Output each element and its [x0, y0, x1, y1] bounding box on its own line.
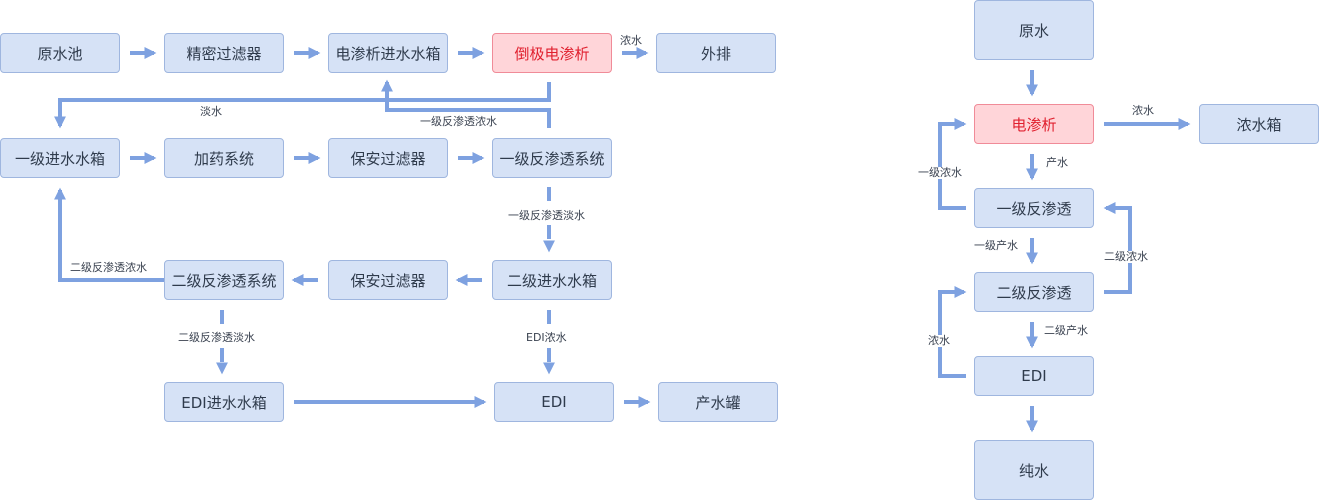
- label-ro2-fresh: 二级反渗透淡水: [178, 331, 255, 344]
- arrow-ro1-concentrate-to-ed-tank: [381, 79, 551, 128]
- node-product-tank: 产水罐: [658, 382, 778, 422]
- arrow-ro2-concentrate-to-ro1: [1103, 202, 1132, 294]
- label-ro2-concentrate: 二级反渗透浓水: [70, 261, 147, 274]
- label-ro1-fresh: 一级反渗透淡水: [508, 209, 585, 222]
- node-security-filter-2: 保安过滤器: [328, 260, 448, 300]
- node-edi-feed-tank: EDI进水水箱: [164, 382, 284, 422]
- label-right-concentrate: 浓水: [1132, 104, 1154, 117]
- node-ed-feed-tank: 电渗析进水水箱: [328, 33, 448, 73]
- node-raw-pool: 原水池: [0, 33, 120, 73]
- label-right-ro1-concentrate: 一级浓水: [918, 166, 962, 179]
- node-pure-water: 纯水: [974, 440, 1094, 500]
- node-ro1-system: 一级反渗透系统: [492, 138, 612, 178]
- label-fresh: 淡水: [200, 105, 222, 118]
- node-security-filter-1: 保安过滤器: [328, 138, 448, 178]
- node-edr: 倒极电渗析: [492, 33, 612, 73]
- node-discharge: 外排: [656, 33, 776, 73]
- label-ro1-concentrate: 一级反渗透浓水: [420, 115, 497, 128]
- label-concentrate: 浓水: [620, 34, 642, 47]
- label-right-ro1-product: 一级产水: [974, 239, 1018, 252]
- node-edi-right: EDI: [974, 356, 1094, 396]
- arrow-ro2-concentrate-to-ro1-tank: [54, 187, 164, 282]
- node-ro2-feed-tank: 二级进水水箱: [492, 260, 612, 300]
- node-ro1: 一级反渗透: [974, 188, 1094, 228]
- label-right-ro2-concentrate: 二级浓水: [1104, 250, 1148, 263]
- label-right-product: 产水: [1046, 156, 1068, 169]
- node-raw-water: 原水: [974, 0, 1094, 60]
- arrow-edr-fresh-to-ro1-tank: [54, 82, 551, 129]
- node-ro2: 二级反渗透: [974, 272, 1094, 312]
- node-ro2-system: 二级反渗透系统: [164, 260, 284, 300]
- label-right-ro2-product: 二级产水: [1044, 324, 1088, 337]
- node-edi: EDI: [494, 382, 614, 422]
- arrow-edi-concentrate-to-ro2: [938, 286, 967, 378]
- label-right-edi-concentrate: 浓水: [928, 334, 950, 347]
- node-electrodialysis: 电渗析: [974, 104, 1094, 144]
- node-concentrate-tank: 浓水箱: [1199, 104, 1319, 144]
- label-edi-concentrate: EDI浓水: [526, 331, 567, 344]
- node-dosing: 加药系统: [164, 138, 284, 178]
- node-ro1-feed-tank: 一级进水水箱: [0, 138, 120, 178]
- node-precision-filter: 精密过滤器: [164, 33, 284, 73]
- arrow-ro1-concentrate-to-ed: [938, 118, 967, 210]
